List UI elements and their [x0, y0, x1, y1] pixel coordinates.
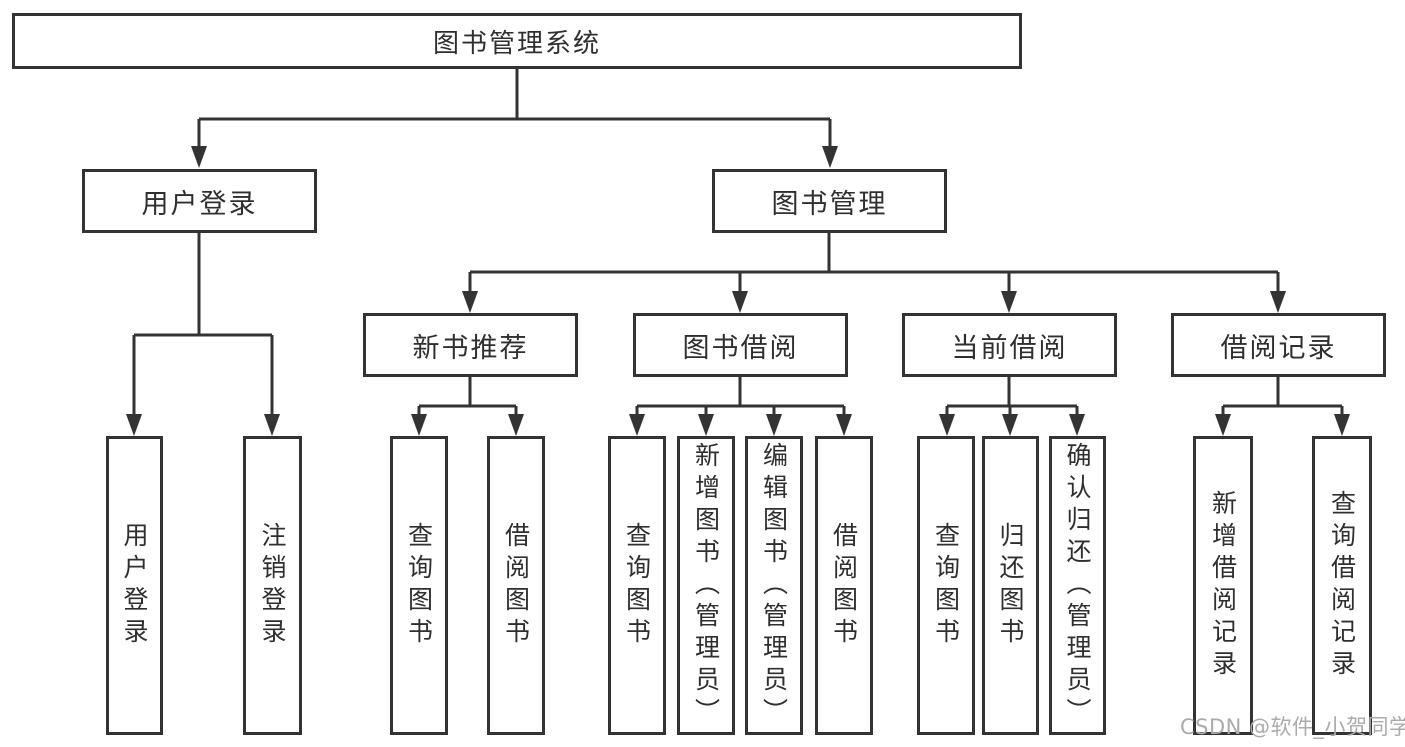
leaf-query-books-recommend: 查询图书 [390, 436, 448, 735]
leaf-query-borrow-record: 查询借阅记录 [1312, 436, 1372, 735]
node-current-borrowing: 当前借阅 [902, 313, 1117, 377]
csdn-watermark: CSDN @软件_小贺同学 [1180, 715, 1405, 739]
node-user-login: 用户登录 [82, 169, 317, 233]
leaf-user-login: 用户登录 [106, 436, 163, 735]
node-borrowing-records: 借阅记录 [1171, 313, 1386, 377]
node-book-management: 图书管理 [712, 169, 947, 233]
leaf-edit-books-admin: 编辑图书（管理员） [745, 436, 803, 735]
leaf-logout: 注销登录 [243, 436, 302, 735]
leaf-return-books: 归还图书 [982, 436, 1039, 735]
connector-current-borrowing-to-leaves [939, 377, 1085, 436]
connector-book-management-to-level3 [462, 233, 1286, 313]
connector-user-login-to-leaves [126, 233, 280, 436]
leaf-borrow-books: 借阅图书 [815, 436, 873, 735]
leaf-add-books-admin: 新增图书（管理员） [677, 436, 735, 735]
leaf-query-books-borrowing: 查询图书 [608, 436, 666, 735]
leaf-query-books-current: 查询图书 [917, 436, 975, 735]
leaf-borrow-books-recommend: 借阅图书 [487, 436, 545, 735]
node-book-borrowing: 图书借阅 [633, 313, 848, 377]
node-library-management-system: 图书管理系统 [12, 13, 1022, 69]
connector-borrowing-records-to-leaves [1215, 377, 1350, 436]
connector-new-book-recommend-to-leaves [411, 377, 524, 436]
leaf-add-borrow-record: 新增借阅记录 [1193, 436, 1253, 735]
leaf-confirm-return-admin: 确认归还（管理员） [1049, 436, 1106, 735]
connector-book-borrowing-to-leaves [629, 377, 852, 436]
connector-root-to-level2 [191, 69, 838, 168]
node-new-book-recommend: 新书推荐 [363, 313, 578, 377]
